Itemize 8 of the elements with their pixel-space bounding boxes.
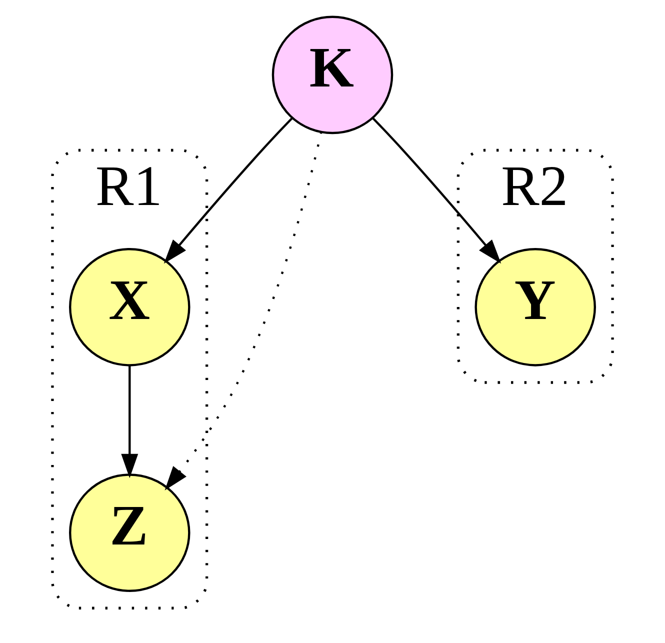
arrow	[121, 365, 138, 478]
node-circle: Z	[69, 474, 190, 592]
arrow	[164, 131, 322, 490]
node-circle: Y	[474, 248, 596, 366]
node-circle: K	[272, 16, 394, 134]
arrow	[164, 116, 294, 264]
node-circle: X	[69, 248, 190, 366]
arrow	[372, 116, 502, 264]
